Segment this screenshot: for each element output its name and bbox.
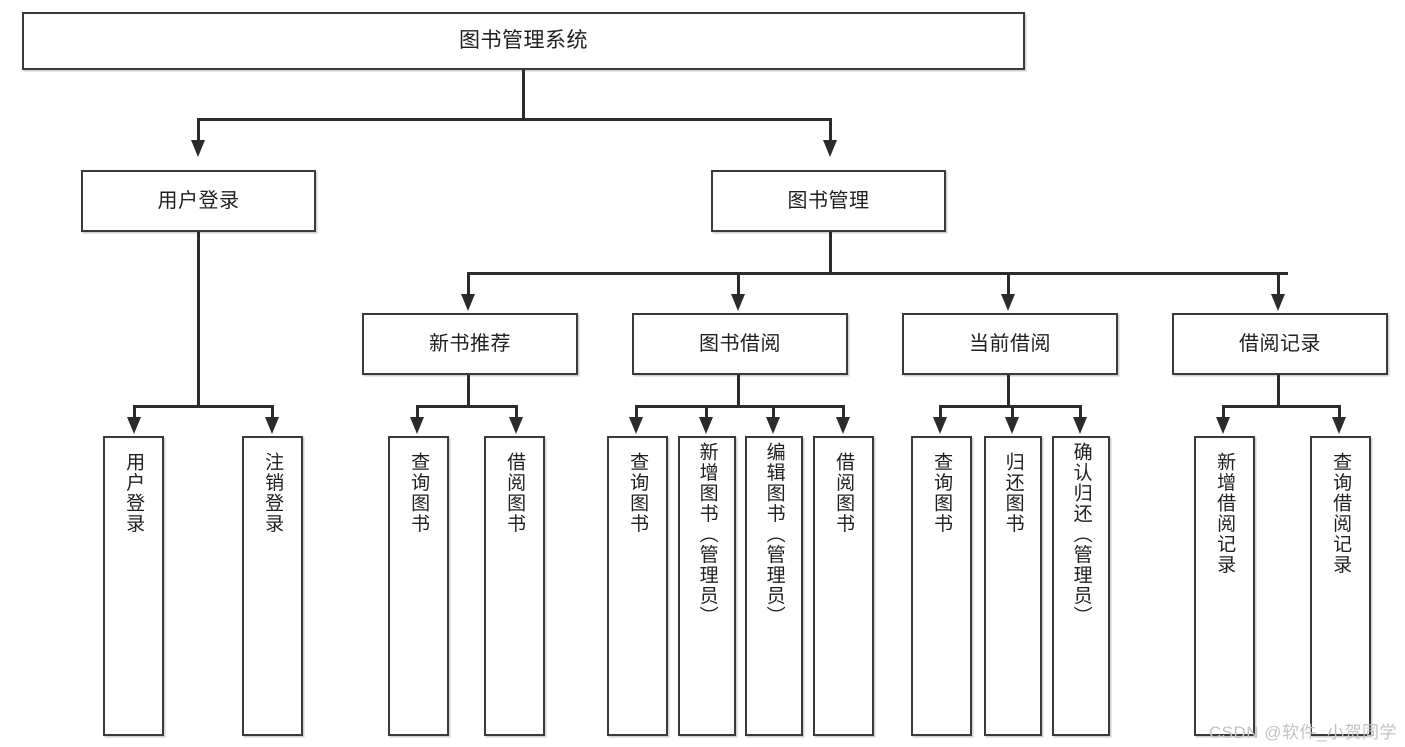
edge-bookborrow-stem [737, 375, 740, 405]
arrow-to-leaf-query-book-3 [933, 417, 947, 434]
node-leaf-user-login[interactable]: 用户登录 [103, 436, 164, 736]
edge-currentborrow-stem [1007, 375, 1010, 405]
node-label: 借阅记录 [1239, 332, 1321, 355]
edge-borrowrecord-bus [1222, 405, 1340, 408]
node-label: 查询借阅记录 [1330, 452, 1352, 575]
arrow-to-leaf-query-book-2 [629, 417, 643, 434]
edge-newbook-bus [416, 405, 517, 408]
edge-borrowrecord-drop-1 [1222, 405, 1225, 419]
arrow-to-current-borrow [1001, 294, 1015, 311]
edge-level3-drop-4 [1277, 272, 1280, 296]
node-label: 当前借阅 [969, 332, 1051, 355]
arrow-to-leaf-query-book-1 [410, 417, 424, 434]
node-label: 归还图书 [1002, 452, 1024, 534]
edge-root-drop-right [829, 118, 832, 144]
arrow-to-leaf-logout [265, 417, 279, 434]
node-leaf-logout[interactable]: 注销登录 [242, 436, 303, 736]
node-label: 确认归还（管理员） [1070, 442, 1092, 627]
node-leaf-add-borrow-record[interactable]: 新增借阅记录 [1194, 436, 1255, 736]
edge-userlogin-stem [197, 232, 200, 405]
node-label: 图书借阅 [699, 332, 781, 355]
edge-root-stem [522, 70, 525, 118]
edge-currentborrow-drop-1 [939, 405, 942, 419]
node-leaf-return-book[interactable]: 归还图书 [984, 436, 1042, 736]
edge-borrowrecord-drop-2 [1338, 405, 1341, 419]
edge-bookborrow-drop-1 [635, 405, 638, 419]
edge-level3-drop-1 [467, 272, 470, 296]
edge-bookborrow-drop-3 [772, 405, 775, 419]
node-label: 图书管理 [787, 189, 870, 212]
edge-level3-drop-2 [737, 272, 740, 296]
node-leaf-add-book[interactable]: 新增图书（管理员） [678, 436, 736, 736]
arrow-to-borrow-record [1271, 294, 1285, 311]
node-leaf-confirm-return[interactable]: 确认归还（管理员） [1052, 436, 1110, 736]
edge-bookmanage-stem [829, 232, 832, 272]
arrow-to-leaf-add-record [1216, 417, 1230, 434]
node-user-login[interactable]: 用户登录 [81, 170, 316, 232]
node-leaf-query-book-3[interactable]: 查询图书 [911, 436, 972, 736]
edge-currentborrow-bus [939, 405, 1081, 408]
node-book-borrow[interactable]: 图书借阅 [632, 313, 848, 375]
arrow-to-leaf-borrow-book-2 [836, 417, 850, 434]
node-label: 注销登录 [262, 452, 284, 534]
node-leaf-query-book-1[interactable]: 查询图书 [388, 436, 449, 736]
edge-root-bus [197, 118, 830, 121]
node-leaf-query-book-2[interactable]: 查询图书 [607, 436, 668, 736]
arrow-to-leaf-add-book [699, 417, 713, 434]
node-book-manage[interactable]: 图书管理 [711, 170, 946, 232]
arrow-to-leaf-borrow-book-1 [509, 417, 523, 434]
arrow-to-leaf-query-record [1332, 417, 1346, 434]
node-label: 新增借阅记录 [1214, 452, 1236, 575]
edge-currentborrow-drop-2 [1011, 405, 1014, 419]
node-label: 查询图书 [931, 452, 953, 534]
arrow-to-new-book-recommend [461, 294, 475, 311]
edge-bookborrow-bus [635, 405, 845, 408]
edge-userlogin-bus [133, 405, 273, 408]
edge-newbook-stem [467, 375, 470, 405]
arrow-to-book-manage [823, 140, 837, 157]
arrow-to-user-login [191, 140, 205, 157]
arrow-to-leaf-user-login [127, 417, 141, 434]
node-label: 图书管理系统 [459, 28, 588, 52]
edge-bookborrow-drop-2 [705, 405, 708, 419]
edge-level3-drop-3 [1007, 272, 1010, 296]
arrow-to-leaf-edit-book [766, 417, 780, 434]
edge-userlogin-drop-1 [133, 405, 136, 419]
edge-bookborrow-drop-4 [842, 405, 845, 419]
edge-newbook-drop-1 [416, 405, 419, 419]
edge-level3-bus [467, 272, 1288, 275]
node-book-management-system[interactable]: 图书管理系统 [22, 12, 1025, 70]
edge-currentborrow-drop-3 [1079, 405, 1082, 419]
edge-borrowrecord-stem [1277, 375, 1280, 405]
node-label: 借阅图书 [504, 452, 526, 534]
arrow-to-leaf-return-book [1005, 417, 1019, 434]
arrow-to-book-borrow [731, 294, 745, 311]
node-label: 用户登录 [157, 189, 240, 212]
node-borrow-record[interactable]: 借阅记录 [1172, 313, 1388, 375]
node-label: 用户登录 [123, 452, 145, 534]
node-current-borrow[interactable]: 当前借阅 [902, 313, 1118, 375]
edge-root-drop-left [197, 118, 200, 144]
node-leaf-borrow-book-1[interactable]: 借阅图书 [484, 436, 545, 736]
node-label: 新书推荐 [429, 332, 511, 355]
edge-userlogin-drop-2 [271, 405, 274, 419]
node-leaf-edit-book[interactable]: 编辑图书（管理员） [745, 436, 803, 736]
node-label: 新增图书（管理员） [696, 442, 718, 627]
edge-newbook-drop-2 [515, 405, 518, 419]
node-label: 编辑图书（管理员） [763, 442, 785, 627]
node-label: 查询图书 [408, 452, 430, 534]
node-label: 借阅图书 [833, 452, 855, 534]
arrow-to-leaf-confirm-return [1073, 417, 1087, 434]
node-leaf-query-borrow-record[interactable]: 查询借阅记录 [1310, 436, 1371, 736]
node-leaf-borrow-book-2[interactable]: 借阅图书 [813, 436, 874, 736]
node-new-book-recommend[interactable]: 新书推荐 [362, 313, 578, 375]
node-label: 查询图书 [627, 452, 649, 534]
